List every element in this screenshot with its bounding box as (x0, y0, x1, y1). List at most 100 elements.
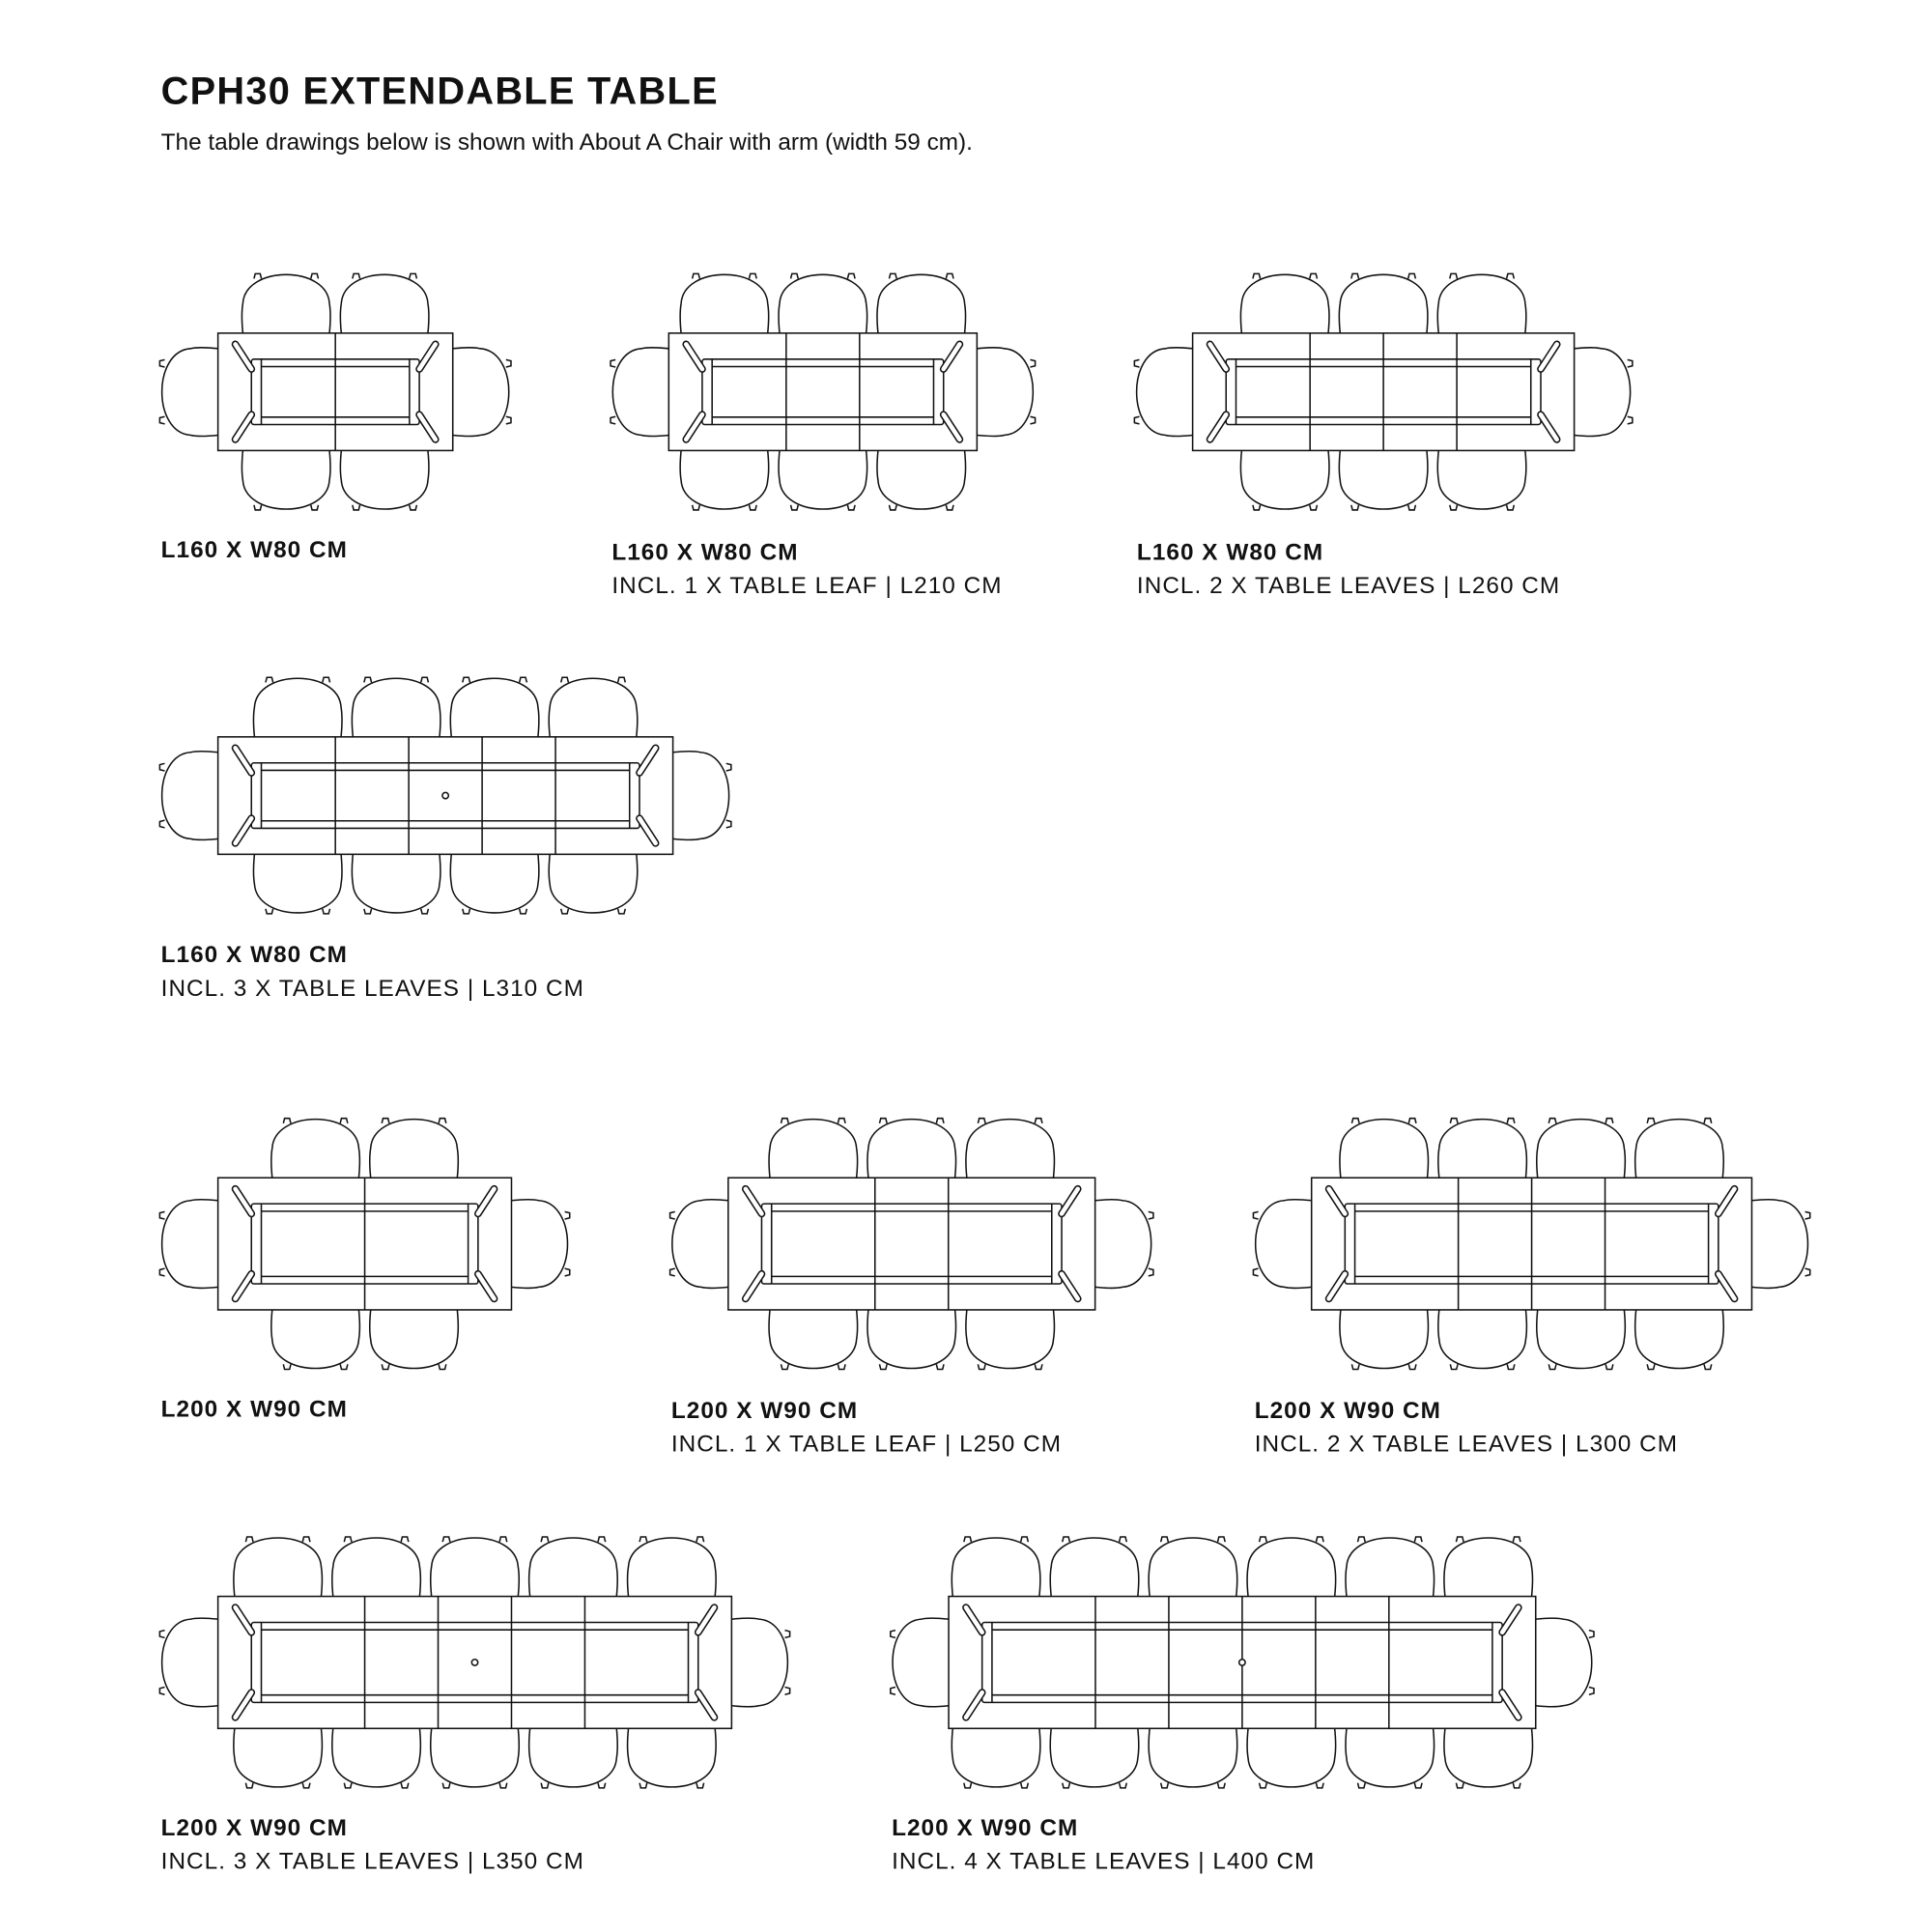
chair-foot (1034, 1117, 1043, 1124)
table-size-label: L200 X W90 CM (161, 1397, 348, 1423)
table-leg-fill (233, 412, 254, 442)
chair-foot (400, 1536, 410, 1543)
chair-foot (1627, 358, 1634, 368)
chair (876, 450, 967, 510)
chair (270, 1309, 361, 1370)
chair-foot (1804, 1267, 1811, 1277)
chair-foot (265, 676, 274, 683)
chair-foot (1350, 1364, 1360, 1371)
chair-foot (1455, 1782, 1464, 1789)
chair-foot (498, 1536, 508, 1543)
chair (1148, 1537, 1238, 1597)
chair (768, 1119, 859, 1179)
table-leg-fill (941, 412, 962, 442)
chair-foot (363, 908, 373, 915)
table-leg-fill (1326, 1186, 1348, 1216)
chair-foot (935, 1117, 945, 1124)
chair-foot (441, 1536, 451, 1543)
table-leg-fill (416, 342, 439, 372)
chair-foot (540, 1782, 550, 1789)
chair (161, 1199, 218, 1290)
table-leg-fill (1538, 342, 1559, 372)
chair-foot (518, 908, 528, 915)
chair-foot (343, 1782, 353, 1789)
chair (1634, 1309, 1725, 1370)
table-frame (760, 1203, 1063, 1285)
chair (331, 1537, 422, 1597)
table-leaf-detail: INCL. 1 X TABLE LEAF | L250 CM (671, 1432, 1062, 1458)
chair-foot (158, 1686, 165, 1695)
chair-foot (420, 676, 430, 683)
table-leg-fill (743, 1186, 764, 1216)
chair-foot (639, 1536, 648, 1543)
chair-foot (310, 272, 320, 279)
chair (1436, 450, 1527, 510)
table-frame (250, 761, 640, 830)
chair-foot (253, 272, 263, 279)
chair (511, 1199, 569, 1290)
chair (1345, 1728, 1435, 1788)
chair (1246, 1728, 1337, 1788)
table-leg-fill (233, 1186, 254, 1216)
table-size-label: L200 X W90 CM (161, 1815, 348, 1841)
chair (1436, 273, 1527, 333)
chair (429, 1728, 521, 1788)
chair-foot (1407, 1117, 1417, 1124)
chair-foot (890, 1629, 896, 1639)
chair-foot (691, 272, 701, 279)
table-size-label: L160 X W80 CM (611, 539, 798, 565)
chair-foot (343, 1536, 353, 1543)
chair (1751, 1199, 1809, 1290)
chair-foot (748, 272, 757, 279)
chair-foot (1315, 1782, 1324, 1789)
chair-foot (1350, 504, 1360, 511)
chair-foot (363, 676, 373, 683)
chair (233, 1537, 324, 1597)
table-leg-fill (1326, 1271, 1348, 1301)
chair (1049, 1728, 1140, 1788)
chair (1574, 347, 1632, 438)
chair-foot (597, 1782, 607, 1789)
chair-foot (158, 1267, 165, 1277)
chair-foot (253, 504, 263, 511)
table-leg-fill (683, 342, 705, 372)
chair-foot (158, 1210, 165, 1220)
table-frame (980, 1621, 1503, 1704)
chair-foot (1252, 1210, 1259, 1220)
table-leaf-detail: INCL. 3 X TABLE LEAVES | L310 CM (161, 976, 584, 1002)
chair (965, 1309, 1056, 1370)
table-frame (701, 358, 945, 426)
chair-foot (977, 1117, 986, 1124)
chair (368, 1119, 460, 1179)
chair-foot (1646, 1117, 1656, 1124)
chair-foot (1258, 1536, 1268, 1543)
chair (977, 347, 1034, 438)
chair-foot (381, 1117, 390, 1124)
table-leaf-detail: INCL. 2 X TABLE LEAVES | L300 CM (1255, 1432, 1678, 1458)
chair-foot (1350, 1117, 1360, 1124)
chair-foot (1449, 272, 1459, 279)
chair (270, 1119, 361, 1179)
chair-foot (438, 1117, 447, 1124)
chair (252, 854, 343, 914)
chair-foot (282, 1117, 292, 1124)
table-frame (250, 1203, 479, 1285)
chair-foot (282, 1364, 292, 1371)
chair-foot (610, 358, 616, 368)
table-leg-fill (233, 342, 254, 372)
chair (1339, 1309, 1430, 1370)
chair (679, 450, 770, 510)
table-frame (250, 1621, 699, 1704)
chair-foot (878, 1364, 888, 1371)
chair (778, 273, 868, 333)
table-leaf-detail: INCL. 4 X TABLE LEAVES | L400 CM (892, 1849, 1315, 1875)
chair-foot (1406, 504, 1417, 511)
chair-foot (158, 762, 165, 772)
table-leg-fill (1208, 342, 1229, 372)
chair-foot (1216, 1782, 1226, 1789)
chair-foot (1019, 1536, 1030, 1543)
chair-foot (1309, 504, 1319, 511)
table-leg-fill (1059, 1186, 1081, 1216)
chair-foot (1804, 1210, 1811, 1220)
